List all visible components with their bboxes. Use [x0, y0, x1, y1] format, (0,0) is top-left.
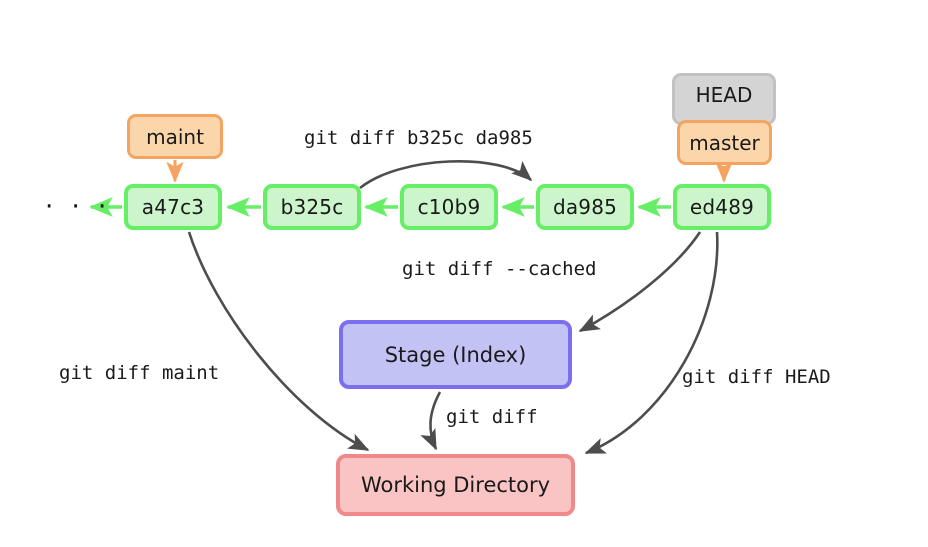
ref-label: master [689, 130, 760, 155]
arrow-a47c3-to-working [187, 231, 370, 452]
commit-label: ed489 [689, 195, 755, 219]
arrow-ed489-to-stage [578, 231, 702, 333]
commit-node-c10b9[interactable]: c10b9 [400, 184, 498, 230]
working-directory-box[interactable]: Working Directory [336, 454, 575, 516]
working-directory-label: Working Directory [360, 473, 551, 497]
label-git-diff-cached: git diff --cached [402, 258, 597, 280]
stage-index-box[interactable]: Stage (Index) [339, 320, 572, 389]
arrow-stage-to-working [420, 391, 442, 451]
label-git-diff-maint: git diff maint [59, 362, 220, 384]
ref-node-master[interactable]: master [677, 120, 772, 165]
ref-label: HEAD [695, 83, 753, 107]
label-git-diff-range: git diff b325c da985 [304, 127, 533, 149]
commit-label: da985 [552, 195, 618, 219]
ref-node-head[interactable]: HEAD [672, 73, 776, 125]
commit-label: c10b9 [417, 195, 481, 219]
commit-label: a47c3 [141, 195, 205, 219]
commit-node-a47c3[interactable]: a47c3 [124, 184, 222, 230]
arrow-b325c-to-da985 [359, 160, 533, 190]
stage-index-label: Stage (Index) [384, 342, 527, 367]
commit-node-b325c[interactable]: b325c [263, 184, 361, 230]
label-git-diff: git diff [446, 406, 538, 428]
ref-label: maint [146, 124, 204, 149]
history-ellipsis: · · · [45, 192, 112, 222]
commit-node-ed489[interactable]: ed489 [673, 184, 771, 230]
commit-node-da985[interactable]: da985 [536, 184, 634, 230]
arrow-ed489-to-working [584, 231, 719, 455]
commit-label: b325c [280, 195, 344, 219]
label-git-diff-head: git diff HEAD [682, 366, 831, 388]
ref-node-maint[interactable]: maint [127, 114, 223, 159]
